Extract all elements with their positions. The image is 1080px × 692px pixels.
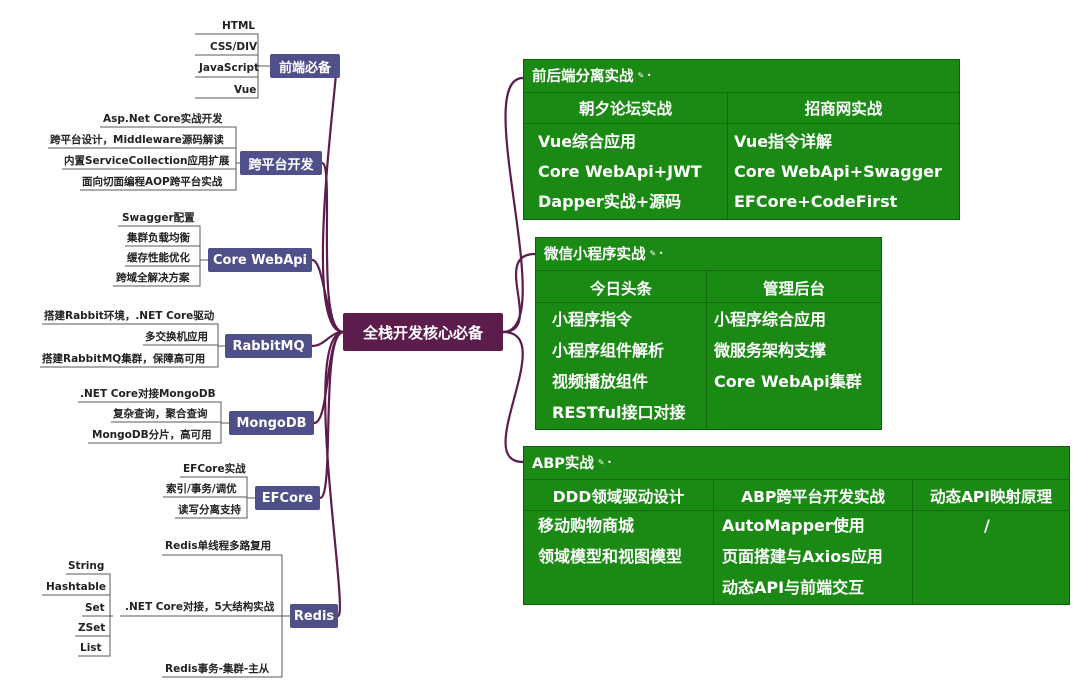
leaf-load-balance[interactable]: 集群负载均衡 <box>127 232 190 244</box>
branch-rabbitmq <box>310 330 345 348</box>
panel-item: 移动购物商城 <box>538 516 635 535</box>
leaf-efcore-practice[interactable]: EFCore实战 <box>183 463 246 475</box>
panel-item: / <box>984 516 990 535</box>
panel-item: Core WebApi+Swagger <box>734 162 942 181</box>
leaf-aspnetcore[interactable]: Asp.Net Core实战开发 <box>103 113 223 125</box>
leaf-redis-cluster[interactable]: Redis事务-集群-主从 <box>165 663 270 675</box>
panel-item: 小程序组件解析 <box>552 341 665 360</box>
branch-efcore <box>318 330 345 500</box>
panel-title: 前后端分离实战 ✎ • <box>532 69 652 85</box>
leaf-efcore-index[interactable]: 索引/事务/调优 <box>166 483 237 495</box>
leaf-vue[interactable]: Vue <box>234 84 257 96</box>
panel-col-header: 动态API映射原理 <box>929 488 1053 506</box>
topic-crossplatform[interactable]: 跨平台开发 <box>240 151 322 175</box>
branch-crossplatform <box>320 161 345 334</box>
leaf-redis-hashtable[interactable]: Hashtable <box>46 581 106 593</box>
branch-panel-1 <box>501 76 525 334</box>
panel-title: ABP实战 ✎ • <box>532 456 612 472</box>
topic-efcore[interactable]: EFCore <box>255 486 320 510</box>
branch-frontend <box>321 64 345 334</box>
leaf-javascript[interactable]: JavaScript <box>199 62 260 74</box>
panel-item: 视频播放组件 <box>552 372 649 391</box>
panel-item: EFCore+CodeFirst <box>734 192 898 211</box>
panel-item: Dapper实战+源码 <box>538 192 682 211</box>
panel-item: AutoMapper使用 <box>722 516 865 535</box>
leaf-cors[interactable]: 跨域全解决方案 <box>116 272 190 284</box>
leaf-rabbit-env[interactable]: 搭建Rabbit环境，.NET Core驱动 <box>44 310 215 322</box>
panel-item: 小程序指令 <box>552 310 633 329</box>
branch-webapi <box>310 258 345 334</box>
panel-item: RESTful接口对接 <box>552 403 686 422</box>
panel-item: Vue综合应用 <box>538 132 637 151</box>
leaf-swagger[interactable]: Swagger配置 <box>122 212 195 224</box>
panel-col-header: 朝夕论坛实战 <box>578 100 672 118</box>
leaf-servicecollection[interactable]: 内置ServiceCollection应用扩展 <box>64 155 230 167</box>
note-icon: ✎ • <box>649 249 664 258</box>
note-icon: ✎ • <box>637 71 652 80</box>
topic-webapi[interactable]: Core WebApi <box>208 248 312 272</box>
panel-item: Core WebApi集群 <box>714 372 862 391</box>
panel-title: 微信小程序实战 ✎ • <box>544 247 664 263</box>
leaf-middleware[interactable]: 跨平台设计，Middleware源码解读 <box>50 134 224 146</box>
panel-col-header: 招商网实战 <box>804 100 883 118</box>
topic-redis[interactable]: Redis <box>290 604 338 628</box>
panel-item: 微服务架构支撑 <box>714 341 827 360</box>
panel-col-header: ABP跨平台开发实战 <box>741 488 885 506</box>
leaf-exchanges[interactable]: 多交换机应用 <box>145 331 208 343</box>
note-icon: ✎ • <box>597 458 612 467</box>
leaf-redis-list[interactable]: List <box>80 642 102 654</box>
branch-mongodb <box>312 330 345 425</box>
panel-item: Core WebApi+JWT <box>538 162 702 181</box>
panel-item: 小程序综合应用 <box>714 310 827 329</box>
leaf-aop[interactable]: 面向切面编程AOP跨平台实战 <box>82 176 223 188</box>
branch-panel-3 <box>501 330 525 464</box>
leaf-redis-multiplex[interactable]: Redis单线程多路复用 <box>165 540 272 552</box>
leaf-redis-string[interactable]: String <box>68 560 105 572</box>
leaf-redis-set[interactable]: Set <box>85 602 105 614</box>
panel-item: Vue指令详解 <box>734 132 833 151</box>
leaf-redis-zset[interactable]: ZSet <box>78 622 106 634</box>
topic-mongodb[interactable]: MongoDB <box>229 411 314 435</box>
panel-item: 页面搭建与Axios应用 <box>722 547 883 566</box>
leaf-rabbit-cluster[interactable]: 搭建RabbitMQ集群，保障高可用 <box>42 353 206 365</box>
leaf-mongo-connect[interactable]: .NET Core对接MongoDB <box>80 388 216 400</box>
topic-rabbitmq[interactable]: RabbitMQ <box>225 334 312 358</box>
branch-panel-2 <box>501 252 537 334</box>
leaf-mongo-query[interactable]: 复杂查询，聚合查询 <box>113 408 208 420</box>
panel-item: 动态API与前端交互 <box>722 578 865 597</box>
panel-col-header: DDD领域驱动设计 <box>552 488 685 506</box>
branch-redis <box>324 330 345 618</box>
panel-abp[interactable]: ABP实战 ✎ • DDD领域驱动设计 ABP跨平台开发实战 动态API映射原理… <box>523 446 1070 605</box>
leaf-mongo-shard[interactable]: MongoDB分片，高可用 <box>92 429 212 441</box>
leaf-efcore-rw[interactable]: 读写分离支持 <box>178 504 241 516</box>
leaf-css-div[interactable]: CSS/DIV <box>210 41 258 53</box>
panel-wechat-miniprogram[interactable]: 微信小程序实战 ✎ • 今日头条 管理后台 小程序指令 小程序组件解析 视频播放… <box>535 237 882 430</box>
panel-frontend-backend[interactable]: 前后端分离实战 ✎ • 朝夕论坛实战 招商网实战 Vue综合应用 Core We… <box>523 59 960 220</box>
leaf-cache[interactable]: 缓存性能优化 <box>127 252 190 264</box>
panel-col-header: 管理后台 <box>762 280 825 298</box>
panel-col-header: 今日头条 <box>589 280 652 298</box>
center-topic[interactable]: 全栈开发核心必备 <box>343 313 503 351</box>
leaf-html[interactable]: HTML <box>222 20 256 32</box>
panel-item: 领域模型和视图模型 <box>538 547 683 566</box>
topic-frontend[interactable]: 前端必备 <box>270 54 340 78</box>
leaf-redis-structures[interactable]: .NET Core对接，5大结构实战 <box>125 601 275 613</box>
